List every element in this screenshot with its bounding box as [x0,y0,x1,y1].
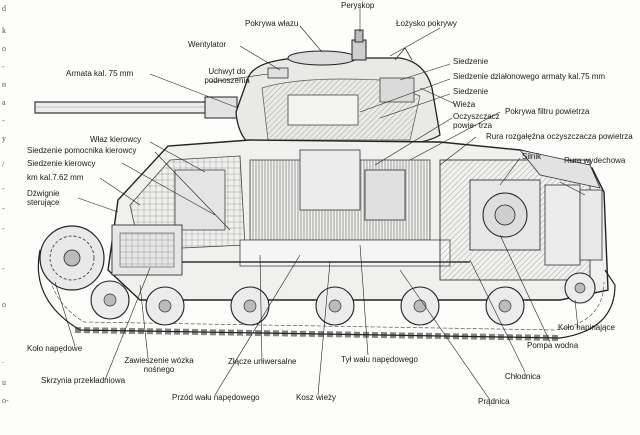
label-kolo-napedowe: Koło napędowe [27,344,83,353]
label-wieza: Wieża [453,100,476,109]
label-tyl-walu: Tył wału napędowego [341,355,418,364]
running-gear [37,225,616,341]
margin-fragment: o [2,300,6,309]
hull [107,139,609,301]
turret [235,29,441,151]
label-km: km kal.7.62 mm [27,173,84,182]
label-rura-rozgalezna: Rura rozgałęźna oczyszczacza powietrza [486,132,633,141]
margin-fragment: y [2,134,6,143]
label-peryskop: Peryskop [341,1,375,10]
margin-fragment: . [2,356,4,365]
label-uchwyt: Uchwyt do podnoszenia [204,67,250,85]
label-dzwignie: Dźwignie sterujące [27,189,60,207]
label-wentylator: Wentylator [188,40,227,49]
label-skrzynia: Skrzynia przekładniowa [41,376,126,385]
label-oczyszczacz: Oczyszczacz powie- trza [453,112,500,130]
margin-fragment: - [2,204,5,213]
margin-fragment: d [2,4,6,13]
label-zawieszenie: Zawieszenie wózka nośnego [124,356,194,374]
label-pokrywa-wlazu: Pokrywa włazu [245,19,299,28]
book-margin-text: d k o - n a - y / - - - - o . u o- [0,0,14,435]
margin-fragment: k [2,26,6,35]
margin-fragment: - [2,264,5,273]
margin-fragment: a [2,98,6,107]
label-siedzenie-kierowcy: Siedzenie kierowcy [27,159,96,168]
label-siedzenie: Siedzenie [453,57,489,66]
margin-fragment: o- [2,396,9,405]
gun-barrel [34,96,238,119]
label-silnik: Silnik [522,152,542,161]
margin-fragment: n [2,80,6,89]
label-chlodnica: Chłodnica [505,372,541,381]
margin-fragment: o [2,44,6,53]
label-kolo-napinajace: Koło napinające [558,323,615,332]
label-zlacze: Złącze uniwersalne [228,357,297,366]
label-siedzenie-pomocnika: Siedzenie pomocnika kierowcy [27,146,137,155]
label-lozysko-pokrywy: Łożysko pokrywy [396,19,457,28]
margin-fragment: - [2,116,5,125]
margin-fragment: u [2,378,6,387]
label-pompa-wodna: Pompa wodna [527,341,579,350]
leader-lines [54,8,586,401]
label-pokrywa-filtru: Pokrywa filtru powietrza [505,107,590,116]
label-rura-wydechowa: Rura wydechowa [564,156,626,165]
margin-fragment: - [2,184,5,193]
label-kosz-wiezy: Kosz wieży [296,393,337,402]
label-siedzenie-dzialonowego: Siedzenie działonowego armaty kal.75 mm [453,72,606,81]
label-pradnica: Prądnica [478,397,510,406]
label-siedzenie-2: Siedzenie [453,87,489,96]
margin-fragment: - [2,62,5,71]
margin-fragment: / [2,160,5,169]
margin-fragment: - [2,224,5,233]
label-przod-walu: Przód wału napędowego [172,393,260,402]
label-wlaz-kierowcy: Właz kierowcy [90,135,142,144]
label-armata: Armata kal. 75 mm [66,69,134,78]
